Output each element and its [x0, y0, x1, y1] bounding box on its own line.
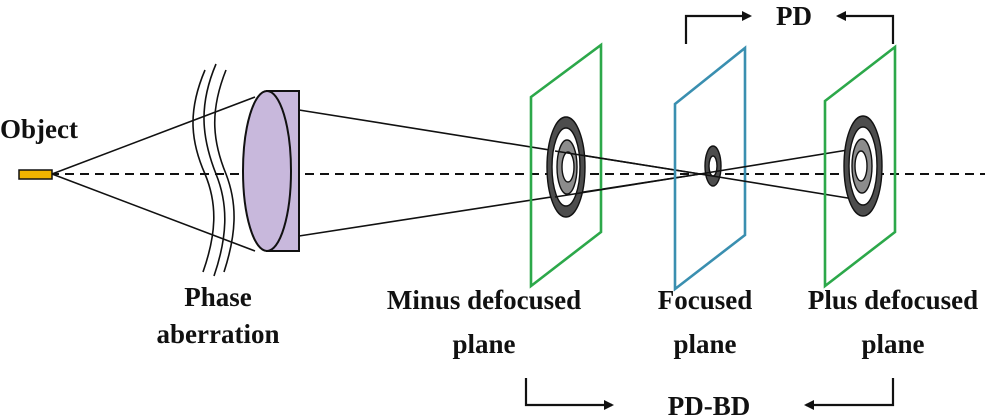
- minus-plane-label-line2: plane: [452, 329, 515, 359]
- plus-plane-label-line1: Plus defocused: [808, 285, 978, 315]
- diverging-rays: [699, 147, 861, 201]
- object-rays: [51, 96, 256, 252]
- object-label: Object: [0, 114, 78, 144]
- pd-bd-bracket: [524, 378, 895, 410]
- pd-bracket: [684, 11, 895, 44]
- minus-defocused-rings: [546, 116, 586, 218]
- phase-aberration-label-line1: Phase: [184, 282, 252, 312]
- plus-defocused-plane: [823, 44, 897, 289]
- lens: [242, 90, 300, 252]
- minus-defocused-plane: [529, 42, 603, 289]
- minus-plane-label-line1: Minus defocused: [387, 285, 581, 315]
- object-marker: [18, 169, 53, 180]
- focused-spot: [704, 145, 722, 187]
- focused-plane-label-line1: Focused: [658, 285, 753, 315]
- lens-face: [242, 90, 292, 252]
- phase-aberration-label-line2: aberration: [157, 319, 280, 349]
- focused-plane: [673, 45, 747, 292]
- plus-plane-label-line2: plane: [861, 329, 924, 359]
- pd-label: PD: [776, 1, 812, 31]
- focused-plane-label-line2: plane: [673, 329, 736, 359]
- plus-defocused-rings: [843, 115, 883, 217]
- pd-bd-label: PD-BD: [668, 391, 751, 420]
- phase-aberration-wavefronts: [192, 63, 235, 277]
